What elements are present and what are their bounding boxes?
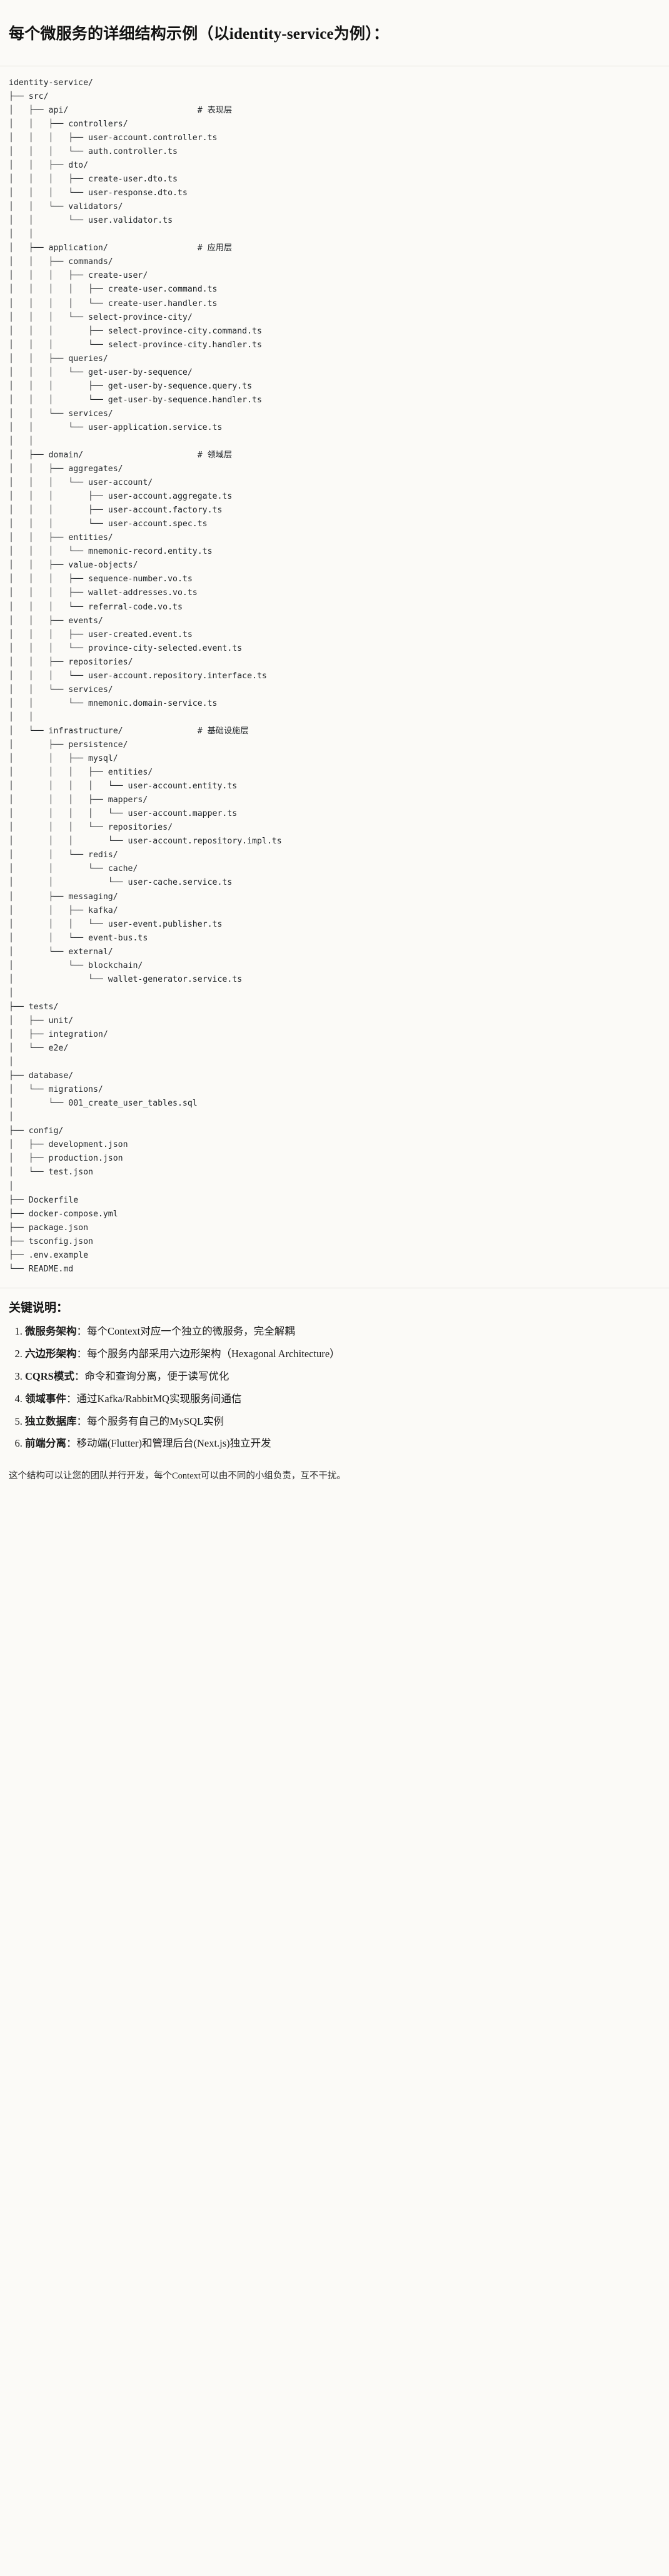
key-note-text: ：通过Kafka/RabbitMQ实现服务间通信 [66, 1392, 242, 1405]
key-note-term: 领域事件 [25, 1392, 66, 1405]
footer-note: 这个结构可以让您的团队并行开发，每个Context可以由不同的小组负责，互不干扰… [9, 1471, 346, 1482]
key-notes-list: 微服务架构：每个Context对应一个独立的微服务，完全解耦六边形架构：每个服务… [9, 1324, 660, 1452]
key-note-item: 独立数据库：每个服务有自己的MySQL实例 [25, 1414, 660, 1429]
key-note-term: 前端分离 [25, 1437, 66, 1450]
key-note-item: 领域事件：通过Kafka/RabbitMQ实现服务间通信 [25, 1392, 660, 1407]
key-note-text: ：每个Context对应一个独立的微服务，完全解耦 [76, 1325, 295, 1337]
key-notes-title: 关键说明： [9, 1301, 69, 1315]
page-title: 每个微服务的详细结构示例（以identity-service为例）： [9, 25, 390, 43]
key-note-item: 六边形架构：每个服务内部采用六边形架构（Hexagonal Architectu… [25, 1347, 660, 1362]
key-note-term: 微服务架构 [25, 1325, 77, 1337]
key-note-item: 微服务架构：每个Context对应一个独立的微服务，完全解耦 [25, 1324, 660, 1339]
key-note-text: ：移动端(Flutter)和管理后台(Next.js)独立开发 [66, 1437, 271, 1450]
page-root: 每个微服务的详细结构示例（以identity-service为例）： ident… [0, 13, 669, 1497]
key-note-item: CQRS模式：命令和查询分离，便于读写优化 [25, 1369, 660, 1384]
key-note-term: 六边形架构 [25, 1347, 77, 1360]
directory-tree: identity-service/ ├── src/ │ ├── api/ # … [9, 78, 282, 1274]
key-note-term: 独立数据库 [25, 1415, 77, 1427]
key-note-term: CQRS模式 [25, 1370, 74, 1382]
key-note-item: 前端分离：移动端(Flutter)和管理后台(Next.js)独立开发 [25, 1436, 660, 1451]
key-note-text: ：每个服务有自己的MySQL实例 [76, 1415, 224, 1427]
key-note-text: ：命令和查询分离，便于读写优化 [74, 1370, 229, 1382]
key-note-text: ：每个服务内部采用六边形架构（Hexagonal Architecture） [76, 1347, 340, 1360]
directory-tree-block: identity-service/ ├── src/ │ ├── api/ # … [0, 66, 669, 1288]
key-notes-block: 关键说明： 微服务架构：每个Context对应一个独立的微服务，完全解耦六边形架… [0, 1288, 669, 1465]
